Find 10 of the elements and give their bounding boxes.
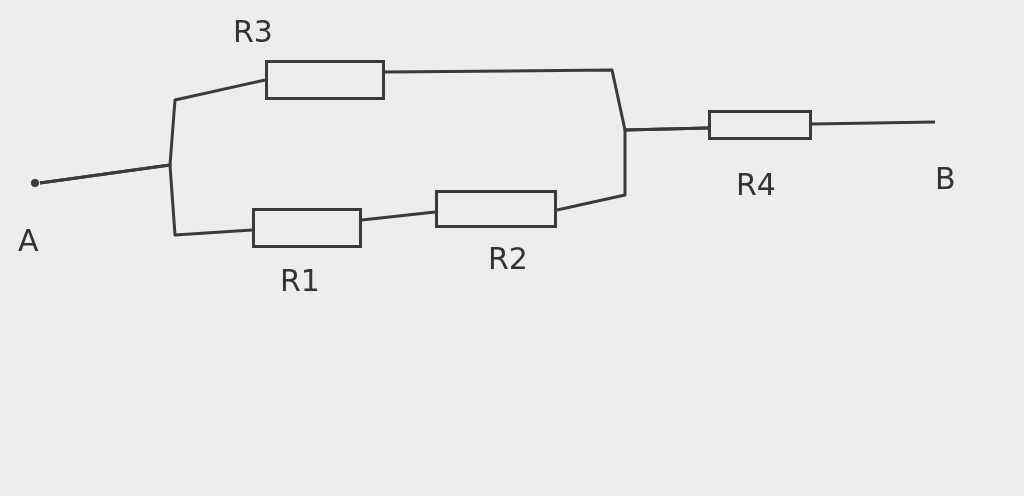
wire (361, 210, 436, 222)
wire (39, 163, 253, 237)
resistor-label: R2 (488, 242, 528, 276)
resistor-label: R4 (736, 168, 776, 202)
resistor-label: R3 (233, 15, 273, 49)
terminal-label: A (18, 224, 39, 258)
wire (811, 120, 936, 126)
terminal-label: B (935, 162, 956, 196)
wire (556, 126, 709, 212)
resistor-label: R1 (280, 264, 320, 298)
